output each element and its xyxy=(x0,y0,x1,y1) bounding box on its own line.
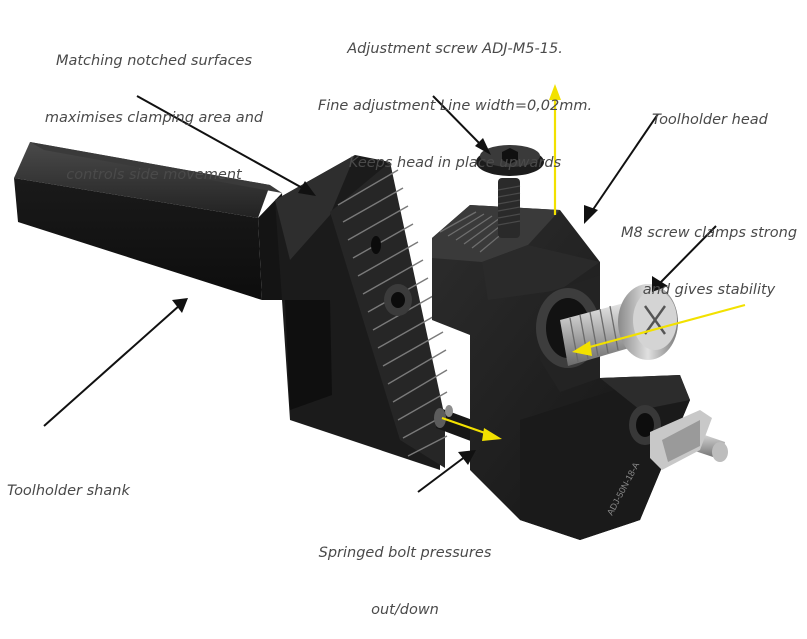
label-line: maximises clamping area and xyxy=(44,110,264,126)
label-toolholder-head: Toolholder head xyxy=(652,73,768,149)
label-line: Toolholder shank xyxy=(7,483,130,499)
label-line: Keeps head in place upwards xyxy=(348,155,562,171)
clamping-force-arrow xyxy=(585,303,746,350)
label-line: Matching notched surfaces xyxy=(55,53,253,69)
label-line: Toolholder head xyxy=(652,112,768,128)
leader-matching-surfaces xyxy=(136,95,307,191)
label-springed-bolt: Springed bolt pressures out/down xyxy=(302,506,508,639)
spring-force-arrow xyxy=(441,416,489,436)
label-toolholder-shank: Toolholder shank xyxy=(7,444,130,520)
adjustment-screw xyxy=(476,145,544,238)
label-matching-surfaces: Matching notched surfaces maximises clam… xyxy=(16,14,292,204)
leader-m8-screw xyxy=(659,225,717,284)
force-arrows xyxy=(441,84,746,441)
label-line: Adjustment screw ADJ-M5-15. xyxy=(347,41,563,57)
label-adjustment-screw: Adjustment screw ADJ-M5-15. Fine adjustm… xyxy=(300,2,610,192)
label-line: out/down xyxy=(371,602,439,618)
leader-springed-bolt xyxy=(417,455,467,493)
label-line: Springed bolt pressures xyxy=(318,545,492,561)
notched-surface-ridges xyxy=(337,169,448,457)
leader-arrows xyxy=(43,95,717,493)
toolholder-illustration: ADJ-50N-18-A xyxy=(14,84,746,540)
toolholder-shank xyxy=(14,142,288,300)
label-line: M8 screw clamps strong xyxy=(620,225,798,241)
label-line: controls side movement xyxy=(66,167,242,183)
label-line: Fine adjustment Line width=0,02mm. xyxy=(317,98,593,114)
toolholder-head: ADJ-50N-18-A xyxy=(432,205,690,540)
side-set-screw xyxy=(650,410,728,470)
label-line: and gives stability xyxy=(642,282,776,298)
diagram: ADJ-50N-18-A xyxy=(7,2,802,618)
leader-toolholder-head xyxy=(589,113,659,215)
leader-toolholder-shank xyxy=(43,304,181,427)
leader-adjustment-screw xyxy=(432,95,484,148)
label-m8-screw: M8 screw clamps strong and gives stabili… xyxy=(616,186,802,319)
